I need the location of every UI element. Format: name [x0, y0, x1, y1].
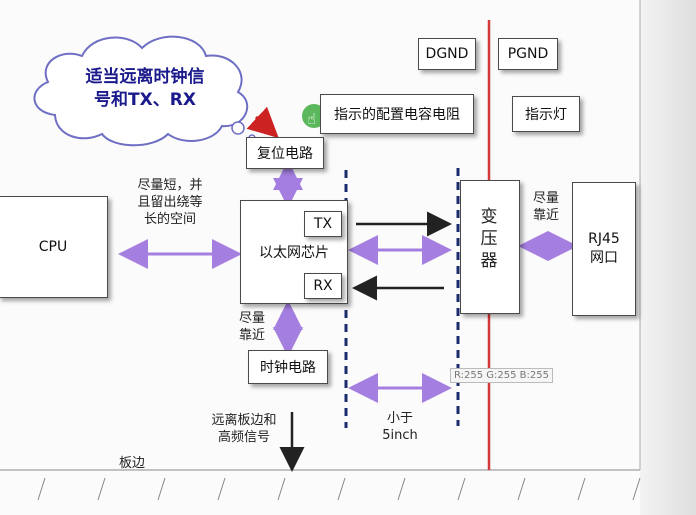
indicator-config-label: 指示的配置电容电阻: [320, 94, 474, 134]
close-note-clock: 尽量 靠近: [232, 310, 272, 344]
close-note-clock-line-2: 靠近: [238, 328, 265, 343]
short-note-line-2: 且留出绕等: [137, 195, 203, 210]
clock-circuit-box: 时钟电路: [248, 350, 328, 384]
close-note-rj45-line-1: 尽量: [532, 191, 559, 206]
board-edge-hatch: [37, 477, 641, 501]
cpu-box: CPU: [0, 196, 108, 298]
less-than-line-2: 5inch: [382, 428, 418, 443]
away-note-line-2: 高频信号: [217, 430, 270, 445]
less-than-line-1: 小于: [386, 411, 413, 426]
transformer-box: [460, 180, 520, 314]
transformer-label: 变压器: [480, 207, 498, 271]
short-note-line-1: 尽量短，并: [137, 178, 203, 193]
away-note-line-1: 远离板边和: [211, 413, 277, 428]
indicator-light-label: 指示灯: [512, 96, 580, 132]
dgnd-label: DGND: [418, 38, 476, 70]
reset-circuit-box: 复位电路: [246, 137, 324, 169]
red-pointer-arrow: [246, 106, 279, 139]
rj45-box: RJ45 网口: [572, 182, 636, 316]
ethernet-chip-label: 以太网芯片: [259, 245, 329, 261]
cloud-line-2: 号和TX、RX: [94, 90, 196, 110]
less-than-note: 小于 5inch: [370, 410, 430, 444]
cloud-line-1: 适当远离时钟信: [85, 67, 205, 87]
cloud-note: 适当远离时钟信 号和TX、RX: [60, 66, 230, 112]
pgnd-label: PGND: [498, 38, 558, 70]
short-note-line-3: 长的空间: [143, 212, 196, 227]
tx-pin-box: TX: [304, 211, 342, 237]
close-note-rj45-line-2: 靠近: [532, 208, 559, 223]
short-note: 尽量短，并 且留出绕等 长的空间: [130, 177, 210, 228]
right-shade: [640, 0, 696, 515]
rx-pin-box: RX: [304, 273, 342, 299]
rj45-line-2: 网口: [590, 250, 618, 266]
away-note: 远离板边和 高频信号: [202, 412, 286, 446]
close-note-clock-line-1: 尽量: [238, 311, 265, 326]
hand-cursor-icon: ☝: [307, 110, 317, 128]
board-edge-label: 板边: [118, 456, 145, 471]
rgb-tooltip: R:255 G:255 B:255: [450, 368, 553, 383]
rj45-line-1: RJ45: [588, 231, 620, 247]
close-note-rj45: 尽量 靠近: [526, 190, 566, 224]
